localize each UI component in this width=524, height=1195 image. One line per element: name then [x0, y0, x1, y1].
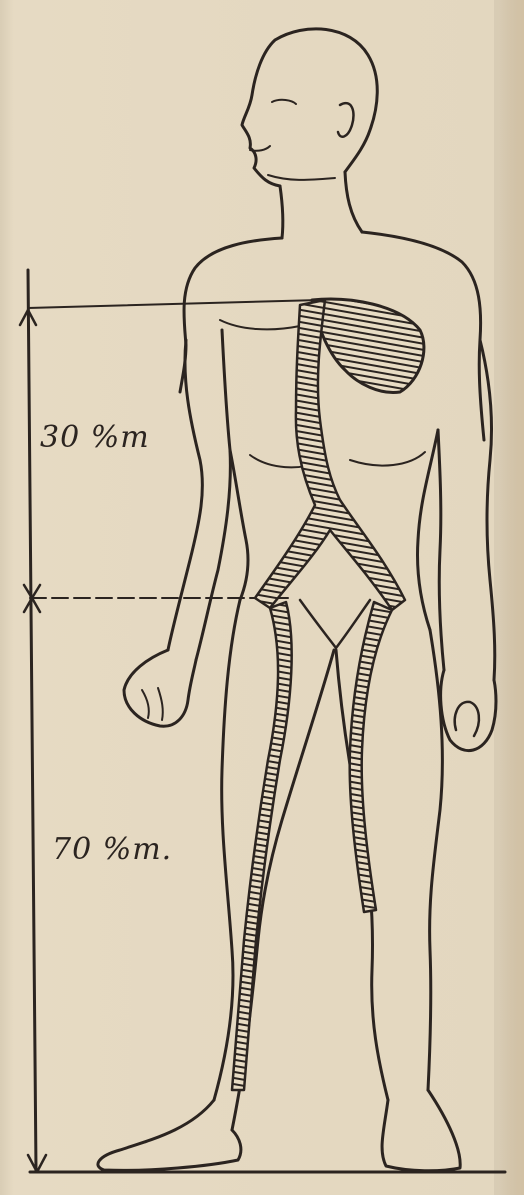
arm-right-outer	[480, 340, 495, 680]
measure-vertical-line	[28, 270, 36, 1170]
leg-right-outer	[428, 630, 442, 1090]
groin-line	[300, 600, 370, 648]
waist-right	[418, 430, 439, 630]
mouth	[250, 146, 270, 151]
upper-measurement-label: 30 %m	[40, 420, 150, 455]
arm-left-outer	[168, 340, 202, 650]
waist-left	[230, 450, 248, 600]
eye	[272, 100, 296, 104]
neck-outline	[280, 172, 362, 238]
iliac-artery-left	[232, 602, 292, 1090]
hand-left	[124, 650, 196, 726]
neck-line	[268, 175, 335, 180]
arm-right-inner	[438, 430, 444, 670]
rib-line	[250, 452, 425, 467]
ear-outline	[338, 103, 354, 137]
heart-shape	[312, 299, 424, 392]
chest-line	[220, 320, 300, 329]
foot-right	[382, 1090, 460, 1171]
foot-left	[98, 1100, 241, 1170]
torso-outline-left	[180, 238, 282, 392]
heart-level-line	[28, 300, 320, 308]
lower-measurement-label: 70 %m.	[52, 832, 172, 867]
iliac-artery-right	[350, 602, 392, 912]
fingers-left	[142, 688, 163, 720]
fist-right	[455, 702, 479, 736]
head-outline	[242, 29, 377, 186]
hand-right	[441, 670, 496, 751]
